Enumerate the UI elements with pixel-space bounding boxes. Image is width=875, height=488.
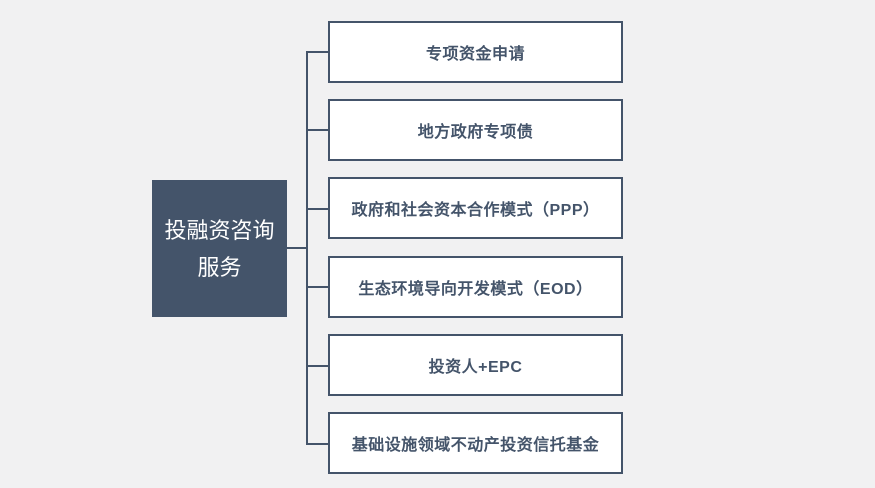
connector-root-stub bbox=[286, 247, 307, 249]
branch-node-special-fund: 专项资金申请 bbox=[328, 21, 623, 83]
connector-branch-6 bbox=[306, 443, 329, 445]
branch-node-eod: 生态环境导向开发模式（EOD） bbox=[328, 255, 623, 318]
branch-node-reits: 基础设施领域不动产投资信托基金 bbox=[328, 411, 623, 474]
connector-branch-5 bbox=[306, 365, 329, 367]
branch-node-label: 专项资金申请 bbox=[425, 46, 525, 63]
branch-node-local-gov-bond: 地方政府专项债 bbox=[328, 99, 623, 162]
branch-node-label: 投资人+EPC bbox=[428, 358, 523, 376]
connector-branch-2 bbox=[306, 129, 329, 131]
connector-branch-1 bbox=[306, 51, 329, 53]
root-node: 投融资咨询服务 bbox=[152, 180, 287, 317]
branch-node-label: 地方政府专项债 bbox=[417, 124, 534, 142]
branch-column: 专项资金申请 地方政府专项债 政府和社会资本合作模式（PPP） 生态环境导向开发… bbox=[328, 21, 623, 474]
branch-node-investor-epc: 投资人+EPC bbox=[328, 333, 623, 396]
root-node-label: 投融资咨询服务 bbox=[164, 217, 275, 280]
branch-node-label: 基础设施领域不动产投资信托基金 bbox=[351, 436, 600, 454]
connector-spine bbox=[306, 51, 308, 445]
branch-node-label: 生态环境导向开发模式（EOD） bbox=[358, 280, 593, 298]
branch-node-label: 政府和社会资本合作模式（PPP） bbox=[351, 202, 600, 220]
connector-branch-4 bbox=[306, 286, 329, 288]
connector-branch-3 bbox=[306, 208, 329, 210]
branch-node-ppp: 政府和社会资本合作模式（PPP） bbox=[328, 177, 623, 240]
